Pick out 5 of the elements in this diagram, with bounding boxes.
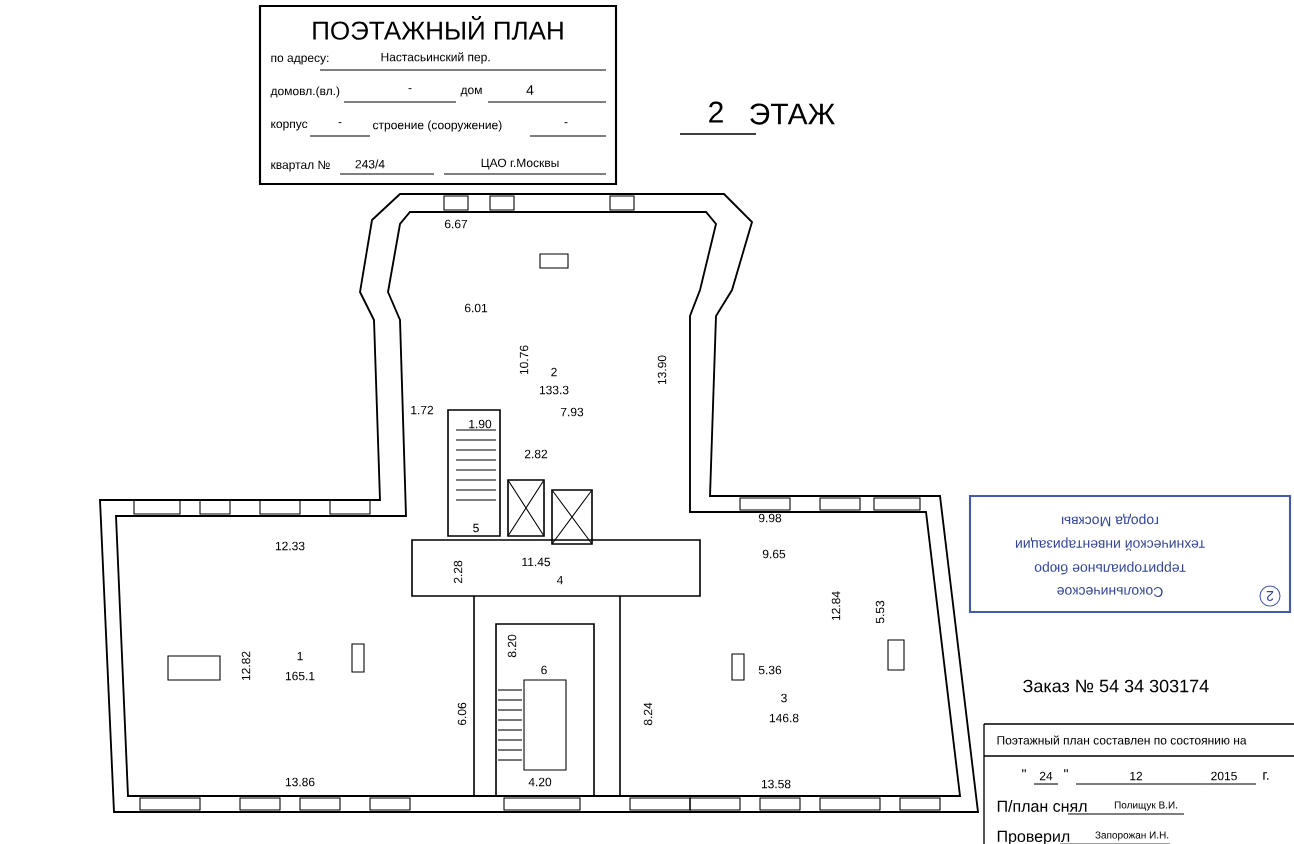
signature-label: П/план снял <box>997 800 1087 812</box>
order-number: Заказ № 54 34 303174 <box>1023 679 1209 693</box>
title: ПОЭТАЖНЫЙ ПЛАН <box>313 16 563 40</box>
floor-number: 2 <box>709 101 723 123</box>
floor-label: ЭТАЖ <box>750 103 835 125</box>
